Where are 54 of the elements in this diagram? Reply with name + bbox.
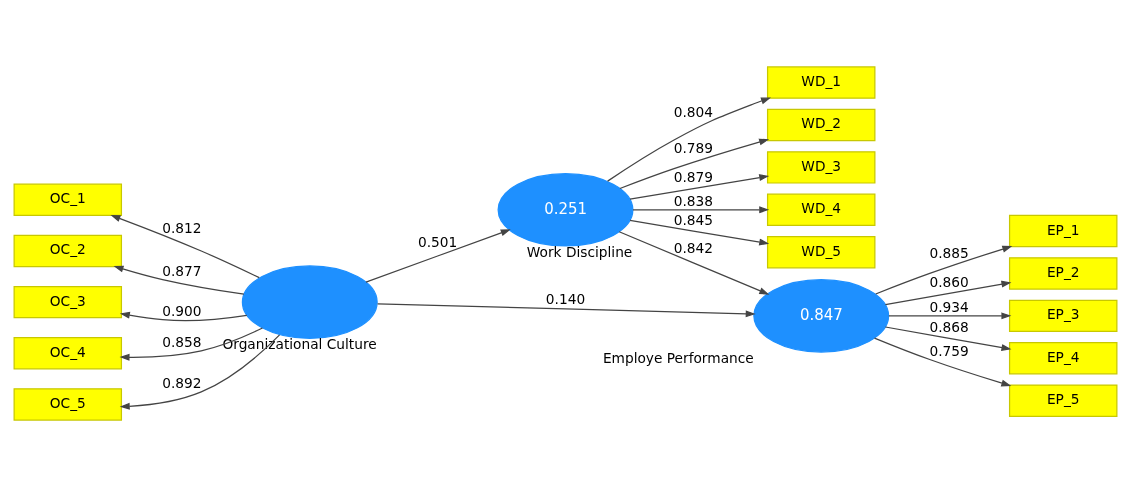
- edge-label: 0.860: [929, 273, 969, 290]
- node-box: OC_1: [13, 183, 123, 216]
- arrow: [113, 265, 245, 295]
- node-ellipse: 0.847: [753, 278, 890, 353]
- edge-label: 0.140: [545, 290, 586, 307]
- arrow: [376, 302, 756, 317]
- arrow: [110, 214, 260, 278]
- arrow: [119, 333, 281, 410]
- arrow: [119, 326, 264, 361]
- node-label: Employe Performance: [602, 349, 754, 366]
- edge-label: 0.845: [673, 211, 713, 228]
- node-box: OC_4: [13, 336, 123, 369]
- node-box: WD_5: [766, 235, 876, 268]
- node-box: OC_5: [13, 387, 123, 421]
- arrow: [632, 205, 770, 213]
- arrow: [629, 173, 770, 200]
- arrow: [875, 245, 1013, 295]
- node-box: WD_3: [766, 150, 876, 184]
- arrow: [619, 138, 770, 189]
- node-box: OC_2: [13, 234, 123, 267]
- edge-label: 0.501: [418, 233, 458, 250]
- edge-label: 0.789: [673, 139, 713, 156]
- node-box: EP_5: [1008, 383, 1118, 417]
- edge-label: 0.879: [673, 168, 713, 185]
- node-ellipse: [241, 264, 378, 339]
- edge-label: 0.759: [929, 342, 969, 359]
- edge-label: 0.934: [929, 298, 969, 315]
- arrow: [607, 97, 771, 182]
- node-box: EP_3: [1008, 299, 1118, 332]
- arrow: [888, 311, 1012, 319]
- edge-label: 0.858: [162, 333, 202, 350]
- arrow: [618, 230, 770, 295]
- node-box: WD_1: [766, 65, 876, 99]
- edge-label: 0.804: [673, 103, 713, 120]
- node-box: WD_2: [766, 108, 876, 141]
- edge-label: 0.900: [162, 302, 202, 319]
- node-box: WD_4: [766, 193, 876, 226]
- edge-label: 0.877: [162, 262, 202, 279]
- edge-label: 0.892: [162, 374, 202, 391]
- edge-label: 0.838: [673, 192, 713, 209]
- arrow: [884, 280, 1012, 305]
- node-box: OC_3: [13, 285, 123, 318]
- arrow: [629, 219, 770, 246]
- arrow: [873, 336, 1012, 386]
- edge-label: 0.868: [929, 318, 969, 335]
- arrow: [365, 228, 511, 283]
- arrow: [119, 311, 248, 321]
- edge-label: 0.812: [162, 219, 202, 236]
- node-box: EP_4: [1008, 341, 1118, 374]
- node-box: EP_2: [1008, 256, 1118, 290]
- node-box: EP_1: [1008, 214, 1118, 247]
- arrow: [884, 325, 1012, 351]
- edge-label: 0.842: [673, 239, 713, 256]
- edge-label: 0.885: [929, 244, 969, 261]
